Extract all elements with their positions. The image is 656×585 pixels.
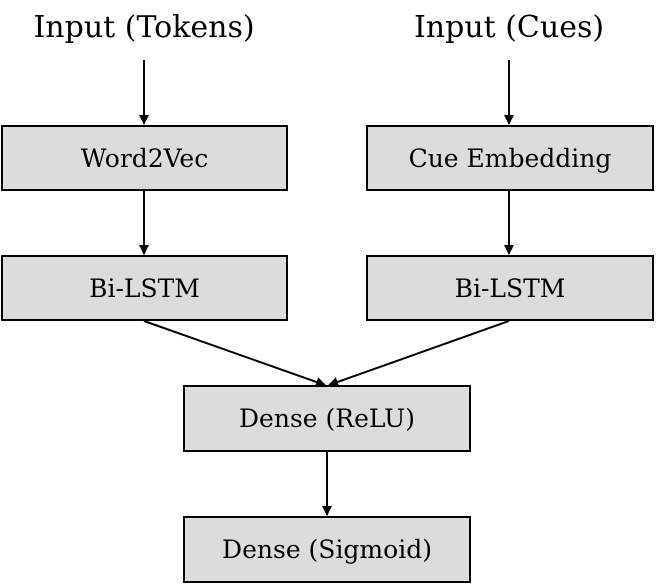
bilstm-left-label: Bi-LSTM	[89, 273, 200, 303]
dense-sigmoid-label: Dense (Sigmoid)	[222, 535, 432, 564]
arrow-bilstm-left-to-dense-relu	[143, 320, 326, 387]
dense-relu-node: Dense (ReLU)	[183, 385, 471, 452]
bilstm-right-node: Bi-LSTM	[366, 255, 654, 321]
arrow-bilstm-right-to-dense-relu	[328, 320, 510, 387]
dense-sigmoid-node: Dense (Sigmoid)	[183, 516, 471, 583]
input-cues-label: Input (Cues)	[413, 10, 605, 45]
cue-embedding-node: Cue Embedding	[366, 125, 654, 191]
bilstm-left-node: Bi-LSTM	[1, 255, 288, 321]
input-tokens-label: Input (Tokens)	[33, 10, 255, 45]
bilstm-right-label: Bi-LSTM	[454, 273, 566, 303]
word2vec-label: Word2Vec	[80, 143, 209, 173]
dense-relu-label: Dense (ReLU)	[239, 404, 415, 433]
cue-embedding-label: Cue Embedding	[408, 143, 612, 173]
word2vec-node: Word2Vec	[1, 125, 288, 191]
